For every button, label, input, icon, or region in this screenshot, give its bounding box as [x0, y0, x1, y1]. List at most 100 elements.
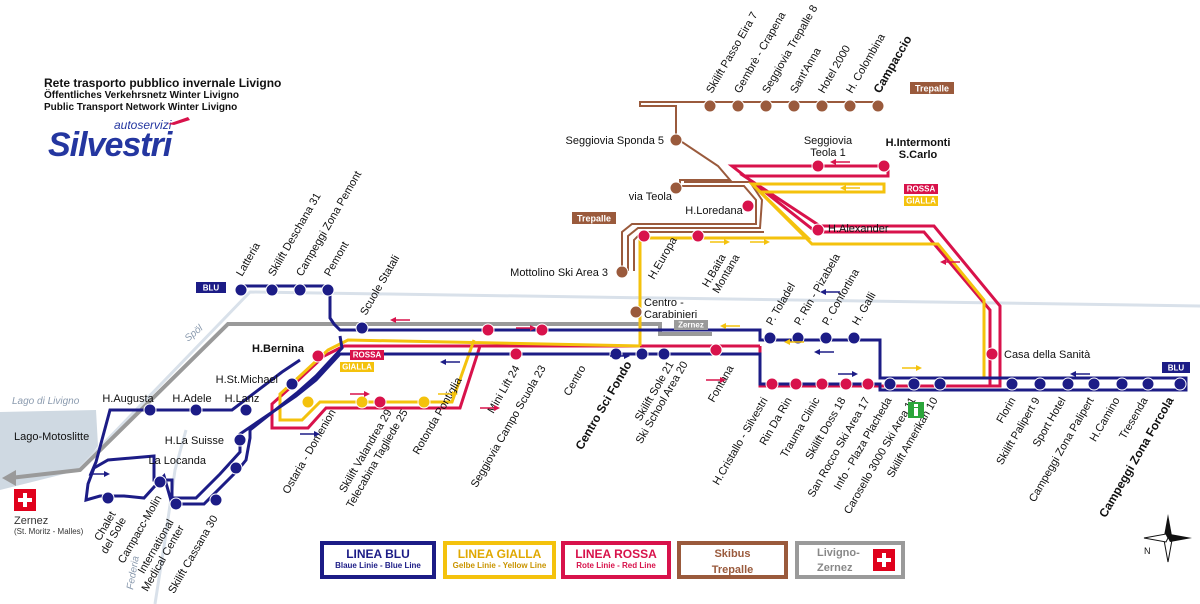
- stop-label-lasuisse: H.La Suisse: [165, 435, 224, 447]
- stop-augusta: [143, 403, 157, 417]
- stop-carosello: [907, 377, 921, 391]
- direction-arrow-icon: [940, 259, 960, 265]
- stop-doss18: [839, 377, 853, 391]
- stop-label-florin: Florin: [994, 396, 1018, 426]
- title-en: Public Transport Network Winter Livigno: [44, 102, 238, 113]
- stop-label-latteria: Latteria: [234, 240, 263, 279]
- direction-arrow-icon: [438, 391, 458, 397]
- stop-intermonti: [877, 159, 891, 173]
- stop-lasuisse: [233, 433, 247, 447]
- stop-latteria: [234, 283, 248, 297]
- stop-intl: [169, 497, 183, 511]
- stop-label-adele: H.Adele: [172, 393, 211, 405]
- stop-colombina: [843, 99, 857, 113]
- legend-blu: LINEA BLU Blaue Linie - Blue Line: [320, 541, 436, 579]
- direction-arrow-icon: [390, 317, 410, 323]
- badge-gialla-center: GIALLA: [340, 362, 374, 372]
- svg-text:Zernez: Zernez: [678, 321, 704, 330]
- stop-label-augusta: H.Augusta: [102, 393, 154, 405]
- stop-school20: [657, 347, 671, 361]
- stop-sponda: [669, 133, 683, 147]
- direction-arrow-icon: [480, 405, 500, 411]
- svg-text:BLU: BLU: [1168, 364, 1185, 373]
- label-lago: Lago di Livigno: [12, 396, 80, 407]
- stop-chalet: [101, 491, 115, 505]
- stop-centro: [535, 323, 549, 337]
- stop-label-stmichael: H.St.Michael: [216, 374, 278, 386]
- svg-text:N: N: [1144, 546, 1151, 556]
- direction-arrow-icon: [1070, 371, 1090, 377]
- direction-arrow-icon: [610, 353, 630, 359]
- badge-zernez-tag: Zernez: [674, 320, 708, 330]
- stop-label-lanz: H.Lanz: [225, 393, 260, 405]
- stop-label-europa: H.Europa: [646, 234, 680, 281]
- direction-arrow-icon: [90, 471, 110, 477]
- stop-label-alexander: H.Alexander: [828, 223, 889, 235]
- stop-label-sponda: Seggiovia Sponda 5: [566, 135, 664, 147]
- badge-blu-left: BLU: [196, 282, 226, 293]
- stop-deschana: [265, 283, 279, 297]
- logo-small: autoservizi: [114, 118, 172, 132]
- arrow-zernez: [2, 470, 16, 486]
- stop-label-centro: Centro: [562, 364, 589, 399]
- stop-sanrocco: [861, 377, 875, 391]
- badge-trepalle-top: Trepalle: [910, 82, 954, 94]
- direction-arrow-icon: [720, 323, 740, 329]
- svg-text:Trepalle: Trepalle: [915, 84, 949, 94]
- stop-label-scuole: Scuole Statali: [358, 253, 402, 317]
- stop-label-bernina: H.Bernina: [252, 343, 305, 355]
- stop-europa: [637, 229, 651, 243]
- stop-sporthotel: [1061, 377, 1075, 391]
- title-de: Öffentliches Verkehrsnetz Winter Livigno: [44, 90, 239, 101]
- logo-big: Silvestri: [48, 126, 172, 164]
- line-zernez: [9, 322, 712, 480]
- svg-text:BLU: BLU: [203, 284, 220, 293]
- stop-tresenda: [1141, 377, 1155, 391]
- stop-label-sanita: Casa della Sanità: [1004, 349, 1091, 361]
- stop-sole21: [635, 347, 649, 361]
- stop-label-mottolino: Mottolino Ski Area 3: [510, 267, 608, 279]
- direction-arrow-icon: [820, 289, 840, 295]
- stop-label-baita: H.BaitaMontana: [700, 246, 743, 296]
- stop-florin: [1005, 377, 1019, 391]
- swoosh-icon: [168, 117, 190, 125]
- direction-arrow-icon: [830, 159, 850, 165]
- swiss-flag-icon: [14, 489, 36, 511]
- stop-trepalle8: [759, 99, 773, 113]
- stop-pemont: [321, 283, 335, 297]
- stop-toladel: [763, 331, 777, 345]
- legend-zernez: Livigno- Zernez: [795, 541, 905, 579]
- stop-cristallo: [765, 377, 779, 391]
- stop-amerikan: [933, 377, 947, 391]
- svg-text:GIALLA: GIALLA: [906, 197, 936, 206]
- stop-valandrea: [355, 395, 369, 409]
- stop-adele: [189, 403, 203, 417]
- direction-arrow-icon: [784, 339, 804, 345]
- stop-scuole: [355, 321, 369, 335]
- swiss-flag-icon: [873, 549, 895, 571]
- line-skibus: [621, 101, 880, 271]
- stop-scuola23: [509, 347, 523, 361]
- stop-pontiglia: [417, 395, 431, 409]
- direction-arrow-icon: [750, 239, 770, 245]
- stop-camino: [1115, 377, 1129, 391]
- stop-pizabela: [791, 331, 805, 345]
- stop-palipert_camp: [1087, 377, 1101, 391]
- stop-forcola: [1173, 377, 1187, 391]
- stop-gembre: [731, 99, 745, 113]
- stop-fontana: [709, 343, 723, 357]
- silvestri-logo: autoservizi Silvestri: [40, 117, 208, 176]
- direction-arrow-icon: [814, 349, 834, 355]
- stop-label-galli: H. Galli: [850, 290, 878, 327]
- stop-baita: [691, 229, 705, 243]
- stop-teola1: [811, 159, 825, 173]
- stop-alexander: [811, 223, 825, 237]
- info-point-icon: [908, 402, 924, 418]
- stop-confortina: [819, 331, 833, 345]
- legend-rossa: LINEA ROSSA Rote Linie - Red Line: [561, 541, 671, 579]
- stop-stmichael: [285, 377, 299, 391]
- zernez-label: Zernez (St. Moritz - Malles): [14, 515, 84, 536]
- stop-campacc: [153, 475, 167, 489]
- compass-icon: N: [1143, 514, 1192, 563]
